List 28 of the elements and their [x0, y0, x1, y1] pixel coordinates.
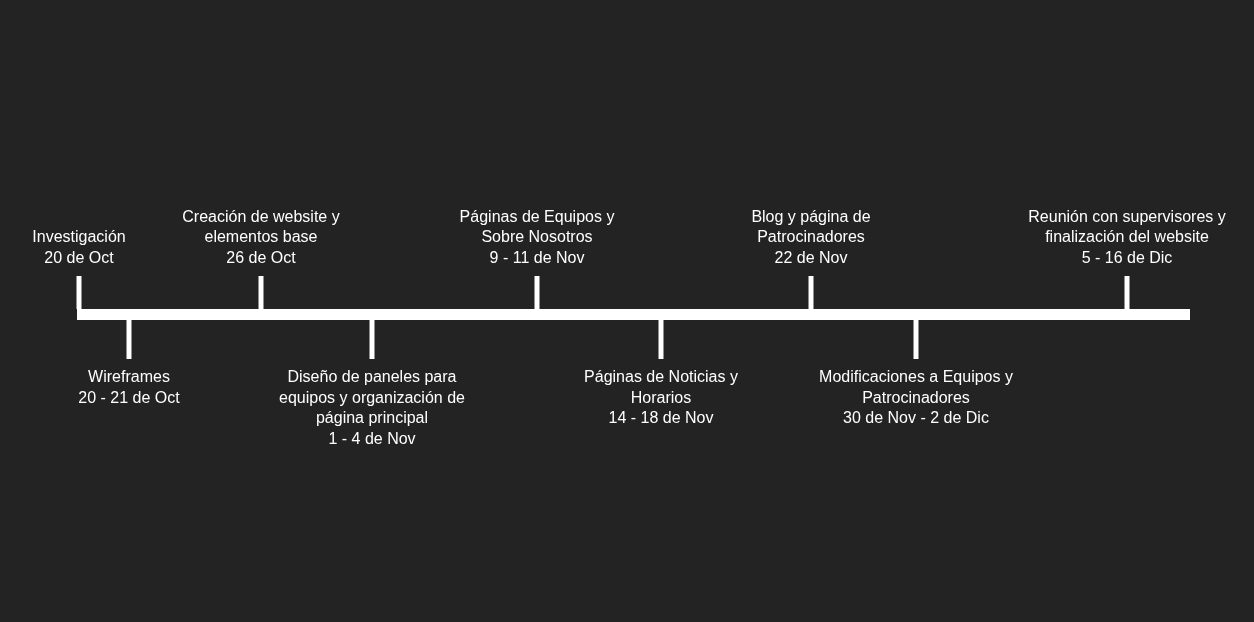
event-date: 30 de Nov - 2 de Dic	[842, 408, 990, 428]
tick-line	[913, 320, 919, 359]
tick-line	[808, 276, 814, 309]
event-title: Creación de website y elementos base	[181, 206, 341, 247]
event-date: 14 - 18 de Nov	[607, 408, 715, 428]
event-title: Páginas de Equipos y Sobre Nosotros	[458, 206, 616, 247]
event-date: 20 - 21 de Oct	[77, 387, 181, 408]
event-title: Páginas de Noticias y Horarios	[583, 367, 739, 408]
tick-line	[258, 276, 264, 309]
tick-line	[534, 276, 540, 309]
timeline-bar	[77, 309, 1190, 320]
event-date: 20 de Oct	[43, 247, 115, 268]
event-title: Blog y página de Patrocinadores	[750, 206, 872, 247]
event-title: Reunión con supervisores y finalización del website	[1027, 206, 1227, 247]
event-date: 5 - 16 de Dic	[1080, 247, 1174, 268]
event-date: 26 de Oct	[225, 247, 297, 268]
tick-line	[126, 320, 132, 359]
event-title: Diseño de paneles para equipos y organización de página principal	[278, 367, 466, 428]
tick-line	[369, 320, 375, 359]
tick-line	[658, 320, 664, 359]
event-date: 1 - 4 de Nov	[327, 428, 417, 449]
event-date: 22 de Nov	[773, 247, 849, 268]
event-title: Wireframes	[87, 367, 171, 387]
event-title: Investigación	[31, 227, 127, 247]
event-date: 9 - 11 de Nov	[488, 247, 586, 268]
event-title: Modificaciones a Equipos y Patrocinadores	[818, 367, 1014, 408]
tick-line	[76, 276, 82, 309]
tick-line	[1124, 276, 1130, 309]
